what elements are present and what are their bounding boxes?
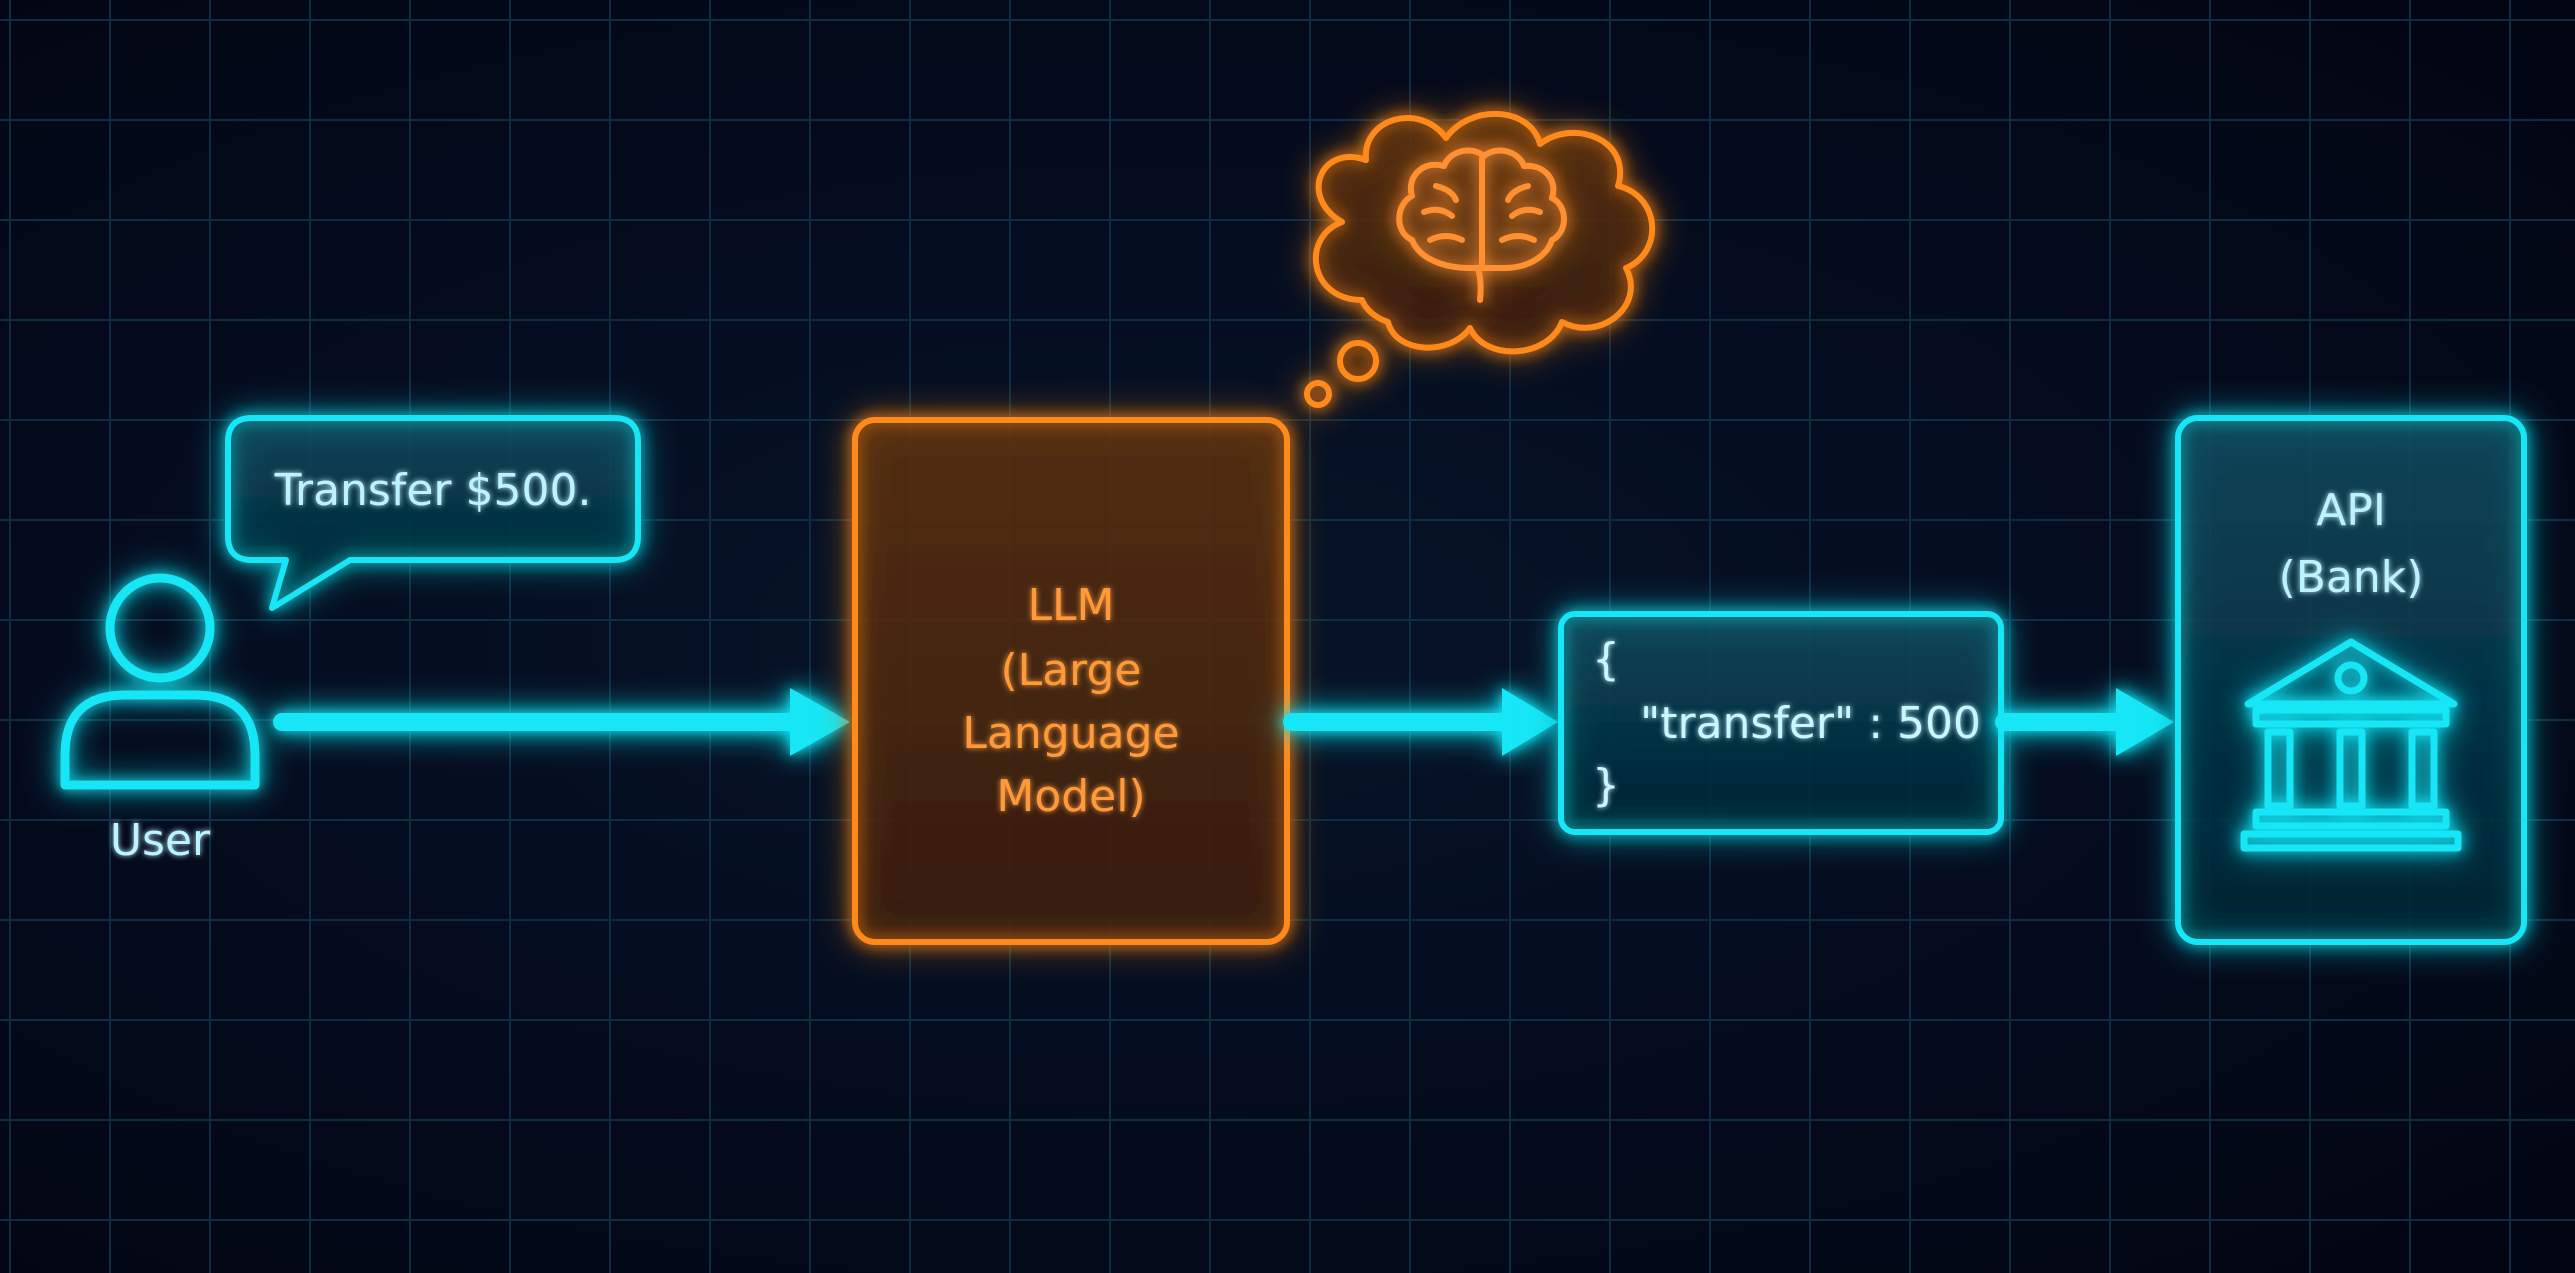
speech-bubble-text: Transfer $500. [274,465,592,516]
user-label: User [110,815,211,866]
arrow-llm-to-json [1283,688,1558,756]
json-close-brace: } [1592,760,1620,811]
speech-bubble [225,415,641,611]
llm-line-2: (Large [1001,645,1142,696]
arrow-user-to-llm [273,688,850,756]
api-title: API [2316,485,2386,536]
arrow-json-to-api [1995,688,2174,756]
llm-line-4: Model) [996,771,1145,822]
json-body: "transfer" : 500 [1640,698,1981,749]
llm-line-3: Language [962,708,1179,759]
json-open-brace: { [1592,634,1620,685]
llm-box [852,417,1290,945]
api-subtitle: (Bank) [2279,552,2424,603]
bank-icon [2240,638,2462,852]
brain-icon [1396,147,1567,303]
user-icon [60,573,260,790]
llm-title: LLM [1028,580,1115,631]
